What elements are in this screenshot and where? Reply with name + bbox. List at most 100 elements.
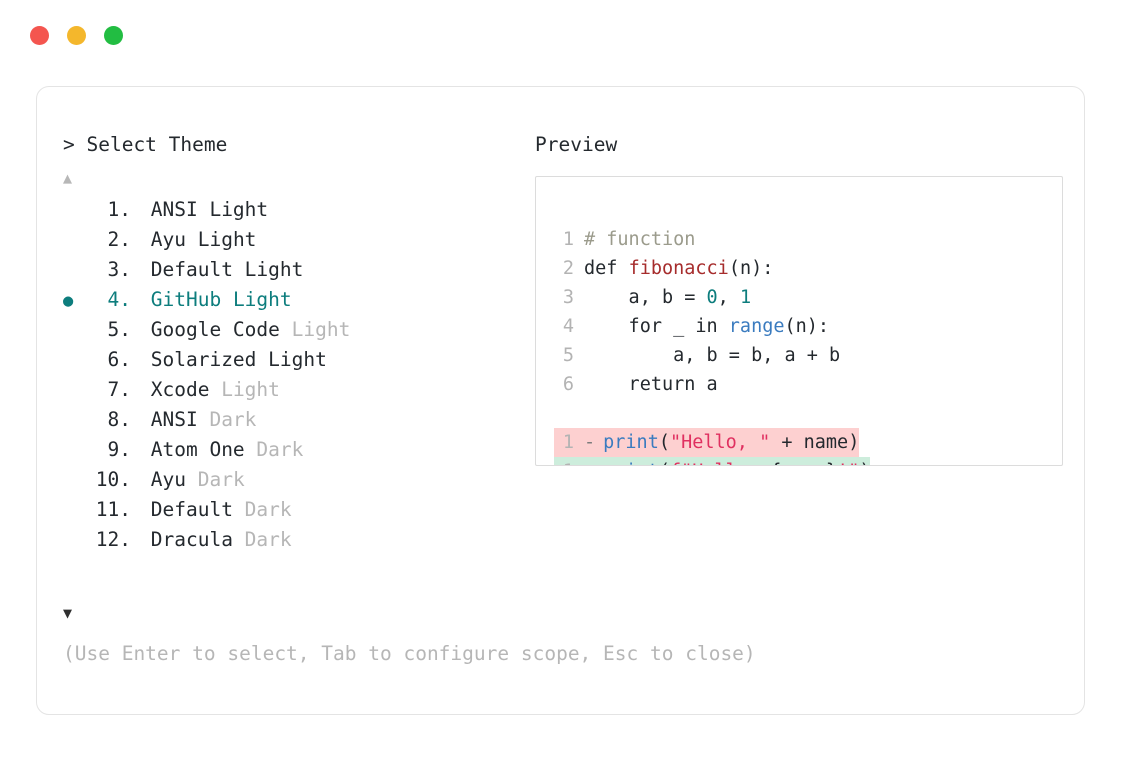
diff-line-content: 1+print(f"Hello, {name}!") xyxy=(554,457,871,465)
theme-item-index: 1. xyxy=(107,198,131,221)
code-text: a, b = b, a + b xyxy=(584,341,840,370)
scroll-up-icon[interactable]: ▲ xyxy=(63,169,73,187)
code-text: # function xyxy=(584,225,695,254)
selection-bullet-icon: ● xyxy=(63,291,74,311)
code-token: ) xyxy=(859,457,870,465)
theme-list-item[interactable]: ●9. Atom One Dark xyxy=(63,435,533,465)
keyboard-hint: (Use Enter to select, Tab to configure s… xyxy=(63,642,756,665)
window-maximize-button[interactable] xyxy=(104,26,123,45)
theme-list-item[interactable]: ● 1. ANSI Light xyxy=(63,195,533,225)
theme-item-index: 5. xyxy=(107,318,131,341)
code-line: 6 return a xyxy=(554,370,1062,399)
theme-item-variant: Dark xyxy=(244,498,292,521)
code-line: 3 a, b = 0, 1 xyxy=(554,283,1062,312)
code-token: fibonacci xyxy=(628,258,729,279)
theme-list-item[interactable]: ●12. Dracula Dark xyxy=(63,525,533,555)
line-number: 5 xyxy=(562,345,574,366)
diff-line-number: 1 xyxy=(554,457,584,465)
selection-bullet-icon: ● xyxy=(63,316,93,346)
diff-line-number: 1 xyxy=(562,432,574,453)
code-token: # function xyxy=(584,229,696,250)
theme-item-gap xyxy=(131,195,151,225)
selection-bullet-icon: ● xyxy=(63,376,93,406)
theme-item-index: 10. xyxy=(95,468,131,491)
window-close-button[interactable] xyxy=(30,26,49,45)
code-line: 1 # function xyxy=(554,225,1062,254)
theme-list-item[interactable]: ●2. Ayu Light xyxy=(63,225,533,255)
theme-item-name: Xcode xyxy=(150,378,222,401)
theme-picker-panel: > Select Theme ▲ ● 1. ANSI Light ●2. Ayu L… xyxy=(36,86,1085,715)
diff-line-add: 1+print(f"Hello, {name}!") xyxy=(554,457,1062,465)
theme-item-variant: Light xyxy=(291,318,351,341)
line-number: 1 xyxy=(562,229,574,250)
theme-item-name: ANSI xyxy=(150,198,210,221)
theme-item-name: ANSI xyxy=(150,408,210,431)
theme-item-gap xyxy=(131,525,151,555)
preview-title: Preview xyxy=(535,133,618,156)
theme-item-name: Ayu xyxy=(150,468,198,491)
theme-item-gap xyxy=(131,495,151,525)
selection-bullet-icon: ● xyxy=(63,466,93,496)
code-token: + name) xyxy=(770,432,860,453)
code-token: 0 xyxy=(706,287,718,308)
code-text: a, b = 0, 1 xyxy=(584,283,752,312)
theme-item-variant: Dark xyxy=(209,408,257,431)
code-token: (n): xyxy=(728,258,774,279)
code-token: range xyxy=(728,316,785,337)
theme-item-gap xyxy=(131,255,151,285)
theme-item-index: 11. xyxy=(95,498,131,521)
code-token: a, b = b, a + b xyxy=(584,345,841,366)
code-text: return a xyxy=(584,370,718,399)
selection-bullet-icon: ● xyxy=(63,496,93,526)
theme-item-index: 4. xyxy=(107,288,131,311)
code-token: 1 xyxy=(739,287,752,308)
code-token: a, b = xyxy=(584,287,707,308)
theme-item-index: 6. xyxy=(107,348,131,371)
selection-bullet-icon: ● xyxy=(63,346,93,376)
code-token: print xyxy=(603,457,659,465)
theme-item-gap xyxy=(131,465,151,495)
theme-item-index: 9. xyxy=(107,438,131,461)
code-token: f"Hello, xyxy=(670,457,770,465)
selection-bullet-icon: ● xyxy=(63,526,93,556)
code-token: {name} xyxy=(770,457,837,465)
preview-column: Preview xyxy=(535,131,1063,159)
diff-sign: - xyxy=(584,432,596,453)
theme-item-gap xyxy=(131,345,151,375)
theme-list[interactable]: ● 1. ANSI Light ●2. Ayu Light●3. Default L… xyxy=(63,195,533,555)
theme-item-index: 12. xyxy=(95,528,131,551)
code-text: for _ in range(n): xyxy=(584,312,830,341)
scroll-down-icon[interactable]: ▼ xyxy=(63,604,73,622)
theme-item-variant: Light xyxy=(221,378,280,401)
window-minimize-button[interactable] xyxy=(67,26,86,45)
theme-list-item[interactable]: ●3. Default Light xyxy=(63,255,533,285)
line-number: 4 xyxy=(562,316,574,337)
page-title: > Select Theme xyxy=(63,133,228,156)
selection-bullet-icon: ● xyxy=(63,196,93,226)
theme-list-item[interactable]: ●8. ANSI Dark xyxy=(63,405,533,435)
selection-bullet-icon: ● xyxy=(63,256,93,286)
theme-item-gap xyxy=(131,405,151,435)
theme-list-item[interactable]: ●4. GitHub Light xyxy=(63,285,533,315)
theme-item-gap xyxy=(131,315,151,345)
theme-select-column: > Select Theme ▲ ● 1. ANSI Light ●2. Ayu L… xyxy=(63,131,533,571)
theme-item-variant: Light xyxy=(209,198,269,221)
selection-bullet-icon: ● xyxy=(63,226,93,256)
theme-item-name: Dracula xyxy=(150,528,245,551)
theme-list-item[interactable]: ●7. Xcode Light xyxy=(63,375,533,405)
theme-item-gap xyxy=(131,285,151,315)
theme-list-item[interactable]: ●10. Ayu Dark xyxy=(63,465,533,495)
theme-list-item[interactable]: ●11. Default Dark xyxy=(63,495,533,525)
code-token: return a xyxy=(584,374,718,395)
theme-item-variant: Dark xyxy=(244,528,292,551)
code-token: print xyxy=(603,432,659,453)
code-token: ( xyxy=(659,457,670,465)
theme-item-name: Ayu xyxy=(150,228,198,251)
theme-list-item[interactable]: ●5. Google Code Light xyxy=(63,315,533,345)
window-titlebar xyxy=(30,26,123,45)
theme-list-item[interactable]: ●6. Solarized Light xyxy=(63,345,533,375)
theme-item-name: Default xyxy=(150,498,245,521)
theme-item-name: Default xyxy=(150,258,245,281)
